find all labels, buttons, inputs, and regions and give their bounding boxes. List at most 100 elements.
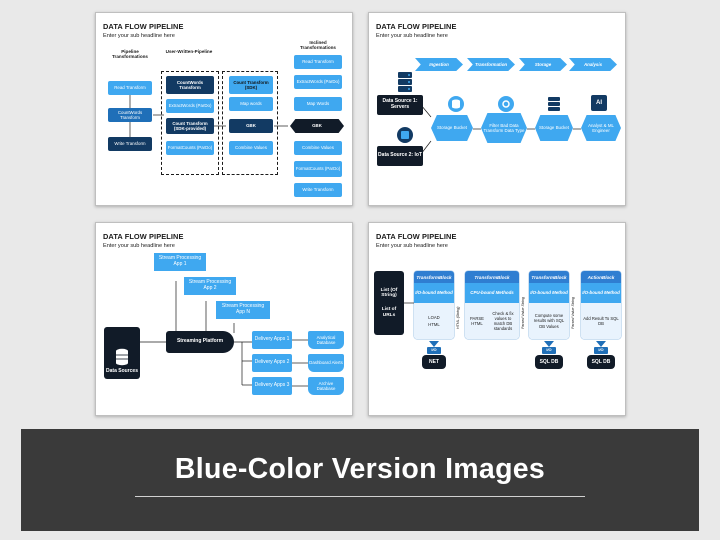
input-list-bottom: List of URLs: [381, 307, 397, 318]
col-title-user: User-Written-Pipeline: [165, 49, 213, 54]
column-body: Compute some results with SQL DB Values: [529, 303, 569, 339]
column-head: TransformBlock: [414, 271, 454, 283]
slide-1-thumbnail[interactable]: DATA FLOW PIPELINE Enter your sub headli…: [95, 12, 353, 206]
ai-chip-icon: AI: [591, 95, 607, 111]
delivery-app-1: Delivery Apps 1: [252, 331, 292, 349]
slide-title: DATA FLOW PIPELINE: [103, 22, 184, 31]
stage-storage: Storage: [519, 58, 567, 71]
user-pipeline-frame: [161, 71, 219, 175]
archive-database: Archive Database: [308, 377, 344, 395]
column-body-line: HTML: [428, 321, 440, 327]
streaming-platform: Streaming Platform: [166, 331, 234, 353]
column-body: Add Result To SQL DB: [581, 303, 621, 339]
column-head: TransformBlock: [529, 271, 569, 283]
s1-right-map: Map Words: [294, 97, 342, 111]
slide-4-connectors: [404, 302, 606, 347]
storage-bucket-2: Storage Bucket: [535, 115, 573, 141]
column-method: I/O-bound Method: [414, 283, 454, 303]
version-banner: Blue-Color Version Images: [21, 429, 699, 531]
s1-countwords-head: CountWords Transform: [166, 76, 214, 94]
slide-title: DATA FLOW PIPELINE: [103, 232, 184, 241]
s1-count-transform: Count Transform (SDK-provided): [166, 118, 214, 134]
input-list-top: List (Of String): [380, 287, 398, 299]
data-sources-label: Data Sources: [106, 368, 138, 375]
column-method: I/O-bound Method: [529, 283, 569, 303]
database-icon: [116, 349, 128, 366]
column-method: I/O-bound Method: [581, 283, 621, 303]
s1-map-words: Map words: [229, 97, 273, 111]
s1-formatcounts: FormatCounts (ParDo): [166, 141, 214, 155]
column-head: TransformBlock: [465, 271, 519, 283]
banner-title: Blue-Color Version Images: [174, 453, 546, 485]
io-label-3: I/O: [594, 347, 608, 354]
io-label-2: I/O: [542, 347, 556, 354]
s1-sdk-head: Count Transform (SDK): [229, 76, 273, 94]
target-sql-db-2: SQL DB: [587, 355, 615, 369]
banner-divider: [135, 496, 585, 497]
s1-gbk: GBK: [229, 119, 273, 133]
slide-title: DATA FLOW PIPELINE: [376, 232, 457, 241]
stream-app-1: Stream Processing App 1: [154, 253, 206, 271]
slide-subtitle: Enter your sub headline here: [376, 243, 448, 249]
column-body-line: LOAD: [428, 315, 440, 321]
delivery-app-3: Delivery Apps 3: [252, 377, 292, 395]
data-sources-box: Data Sources: [104, 327, 140, 379]
s1-right-write: Write Transform: [294, 183, 342, 197]
pipeline-column-4: ActionBlock I/O-bound Method Add Result …: [581, 271, 621, 339]
data-source-iot: Data Source 2: IoT: [377, 146, 423, 166]
column-method: CPU-bound Methods: [465, 283, 519, 303]
col-title-inclined: Inclined Transformations: [300, 40, 336, 51]
input-list: List (Of String) List of URLs: [374, 271, 404, 335]
target-net: NET: [422, 355, 446, 369]
stage-ingestion: Ingestion: [415, 58, 463, 71]
pipeline-column-2: TransformBlock CPU-bound Methods PARSE H…: [465, 271, 519, 339]
s1-write-transform: Write Transform: [108, 137, 152, 151]
column-body-line: Compute some results with SQL DB Values: [533, 313, 565, 329]
s1-right-read: Read Transform: [294, 55, 342, 69]
column-body-line: Add Result To SQL DB: [583, 315, 619, 326]
column-body: PARSE HTML Check & fix values to match D…: [465, 303, 519, 339]
s1-right-formatcounts: FormatCounts (ParDo): [294, 161, 342, 177]
data-source-servers: Data Source 1: Servers: [377, 95, 423, 115]
dashboard-alerts: Dashboard Alerts: [308, 354, 344, 372]
transform-icon: [498, 96, 514, 112]
slide-4-thumbnail[interactable]: DATA FLOW PIPELINE Enter your sub headli…: [368, 222, 626, 416]
slide-1-connectors: [129, 95, 288, 137]
database-icon: [546, 96, 562, 112]
stage-analysis: Analysis: [569, 58, 617, 71]
slide-3-thumbnail[interactable]: DATA FLOW PIPELINE Enter your sub headli…: [95, 222, 353, 416]
column-head: ActionBlock: [581, 271, 621, 283]
column-body: LOAD HTML: [414, 303, 454, 339]
col-title-pipeline: Pipeline Transformations: [112, 49, 148, 60]
sdk-frame: [222, 71, 278, 175]
slide-subtitle: Enter your sub headline here: [103, 243, 175, 249]
s1-read-transform: Read Transform: [108, 81, 152, 95]
slide-2-thumbnail[interactable]: DATA FLOW PIPELINE Enter your sub headli…: [368, 12, 626, 206]
s1-right-combine: Combine Values: [294, 141, 342, 155]
storage-bucket-1: Storage Bucket: [431, 115, 473, 141]
slide-subtitle: Enter your sub headline here: [103, 33, 175, 39]
slide-3-connectors: [140, 281, 308, 387]
target-sql-db-1: SQL DB: [535, 355, 563, 369]
slide-title: DATA FLOW PIPELINE: [376, 22, 457, 31]
analyst-engineer: Analyst & ML Engineer: [581, 115, 621, 141]
s1-countwords-transform: CountWords Transform: [108, 108, 152, 122]
slide-subtitle: Enter your sub headline here: [376, 33, 448, 39]
column-body-line: PARSE HTML: [470, 315, 484, 326]
server-icon: [396, 71, 414, 93]
filter-transform: Filter Bad Data Transform Data Type: [481, 113, 527, 143]
s1-right-gbk: GBK: [290, 119, 344, 133]
column-body-line: Check & fix values to match DB standards: [492, 310, 514, 332]
s1-right-extract: ExtractWords (ParDo): [294, 75, 342, 89]
s1-extractwords: ExtractWords (ParDo): [166, 99, 214, 113]
stream-app-n: Stream Processing App N: [216, 301, 270, 319]
io-label-1: I/O: [427, 347, 441, 354]
s1-combine-values: Combine Values: [229, 141, 273, 155]
storage-icon: [448, 96, 464, 112]
pipeline-column-1: TransformBlock I/O-bound Method LOAD HTM…: [414, 271, 454, 339]
stage-transformation: Transformation: [467, 58, 515, 71]
delivery-app-2: Delivery Apps 2: [252, 354, 292, 372]
stream-app-2: Stream Processing App 2: [184, 277, 236, 295]
iot-icon: [396, 126, 414, 144]
